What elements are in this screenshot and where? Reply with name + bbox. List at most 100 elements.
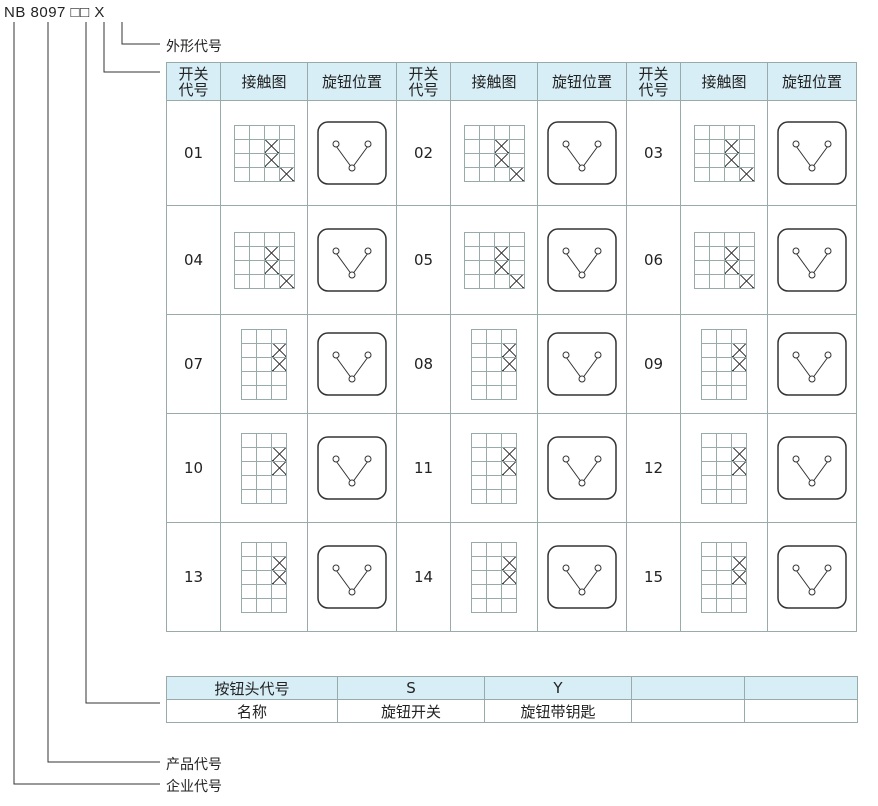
cell (631, 676, 745, 700)
table-row: 07 08 09 (166, 314, 857, 414)
knob-diagram (547, 332, 617, 396)
contact-diagram (233, 231, 295, 289)
contact-cell (450, 100, 538, 206)
knob-diagram (547, 545, 617, 609)
switch-code: 12 (626, 413, 681, 523)
knob-diagram (777, 436, 847, 500)
cell (744, 676, 858, 700)
switch-code: 11 (396, 413, 451, 523)
company-code-label: 企业代号 (166, 779, 222, 795)
cell: 按钮头代号 (166, 676, 338, 700)
contact-diagram (233, 124, 295, 182)
cell: Y (484, 676, 632, 700)
shape-code-label: 外形代号 (166, 39, 222, 55)
switch-code: 02 (396, 100, 451, 206)
cell (744, 699, 858, 723)
knob-cell (767, 314, 857, 414)
contact-diagram (241, 541, 287, 613)
contact-diagram (241, 432, 287, 504)
knob-diagram (777, 332, 847, 396)
contact-cell (450, 205, 538, 315)
switch-code: 04 (166, 205, 221, 315)
header-code: 开关代号 (166, 62, 221, 101)
contact-cell (220, 100, 308, 206)
header-code: 开关代号 (396, 62, 451, 101)
switch-code: 09 (626, 314, 681, 414)
knob-diagram (547, 121, 617, 185)
cell: 旋钮带钥匙 (484, 699, 632, 723)
knob-diagram (317, 121, 387, 185)
knob-cell (537, 205, 627, 315)
switch-table: 开关代号 接触图 旋钮位置 开关代号 接触图 旋钮位置 开关代号 接触图 旋钮位… (166, 62, 857, 632)
header-contact: 接触图 (220, 62, 308, 101)
cell: 旋钮开关 (337, 699, 485, 723)
contact-cell (220, 205, 308, 315)
switch-code: 06 (626, 205, 681, 315)
knob-diagram (317, 436, 387, 500)
knob-diagram (317, 228, 387, 292)
contact-cell (680, 314, 768, 414)
switch-code: 07 (166, 314, 221, 414)
contact-cell (680, 522, 768, 632)
knob-diagram (317, 545, 387, 609)
knob-cell (767, 413, 857, 523)
contact-cell (680, 100, 768, 206)
knob-cell (767, 100, 857, 206)
product-code-label: 产品代号 (166, 757, 222, 773)
table-row: 10 11 12 (166, 413, 857, 523)
switch-code: 05 (396, 205, 451, 315)
button-head-table: 按钮头代号 S Y 名称 旋钮开关 旋钮带钥匙 (166, 676, 858, 723)
contact-diagram (701, 432, 747, 504)
contact-diagram (471, 328, 517, 400)
contact-cell (220, 413, 308, 523)
knob-cell (307, 522, 397, 632)
contact-cell (450, 314, 538, 414)
switch-code: 01 (166, 100, 221, 206)
contact-diagram (701, 541, 747, 613)
switch-code: 03 (626, 100, 681, 206)
contact-cell (220, 314, 308, 414)
header-code: 开关代号 (626, 62, 681, 101)
header-contact: 接触图 (680, 62, 768, 101)
switch-code: 13 (166, 522, 221, 632)
table-row: 13 14 15 (166, 522, 857, 632)
knob-cell (307, 314, 397, 414)
switch-code: 15 (626, 522, 681, 632)
header-knob: 旋钮位置 (767, 62, 857, 101)
header-contact: 接触图 (450, 62, 538, 101)
contact-diagram (693, 124, 755, 182)
switch-code: 08 (396, 314, 451, 414)
contact-diagram (471, 541, 517, 613)
knob-cell (537, 314, 627, 414)
switch-code: 10 (166, 413, 221, 523)
contact-diagram (471, 432, 517, 504)
contact-cell (220, 522, 308, 632)
knob-diagram (317, 332, 387, 396)
contact-cell (450, 522, 538, 632)
table-row: 01 02 03 (166, 100, 857, 206)
knob-cell (537, 522, 627, 632)
knob-diagram (547, 228, 617, 292)
knob-diagram (547, 436, 617, 500)
contact-cell (680, 413, 768, 523)
contact-cell (450, 413, 538, 523)
table-row: 04 05 06 (166, 205, 857, 315)
knob-diagram (777, 228, 847, 292)
knob-cell (307, 205, 397, 315)
knob-diagram (777, 545, 847, 609)
knob-cell (537, 413, 627, 523)
switch-code: 14 (396, 522, 451, 632)
header-knob: 旋钮位置 (307, 62, 397, 101)
cell (631, 699, 745, 723)
cell: S (337, 676, 485, 700)
cell: 名称 (166, 699, 338, 723)
contact-diagram (463, 124, 525, 182)
knob-cell (767, 205, 857, 315)
header-knob: 旋钮位置 (537, 62, 627, 101)
contact-cell (680, 205, 768, 315)
knob-cell (537, 100, 627, 206)
knob-cell (307, 413, 397, 523)
contact-diagram (693, 231, 755, 289)
contact-diagram (241, 328, 287, 400)
